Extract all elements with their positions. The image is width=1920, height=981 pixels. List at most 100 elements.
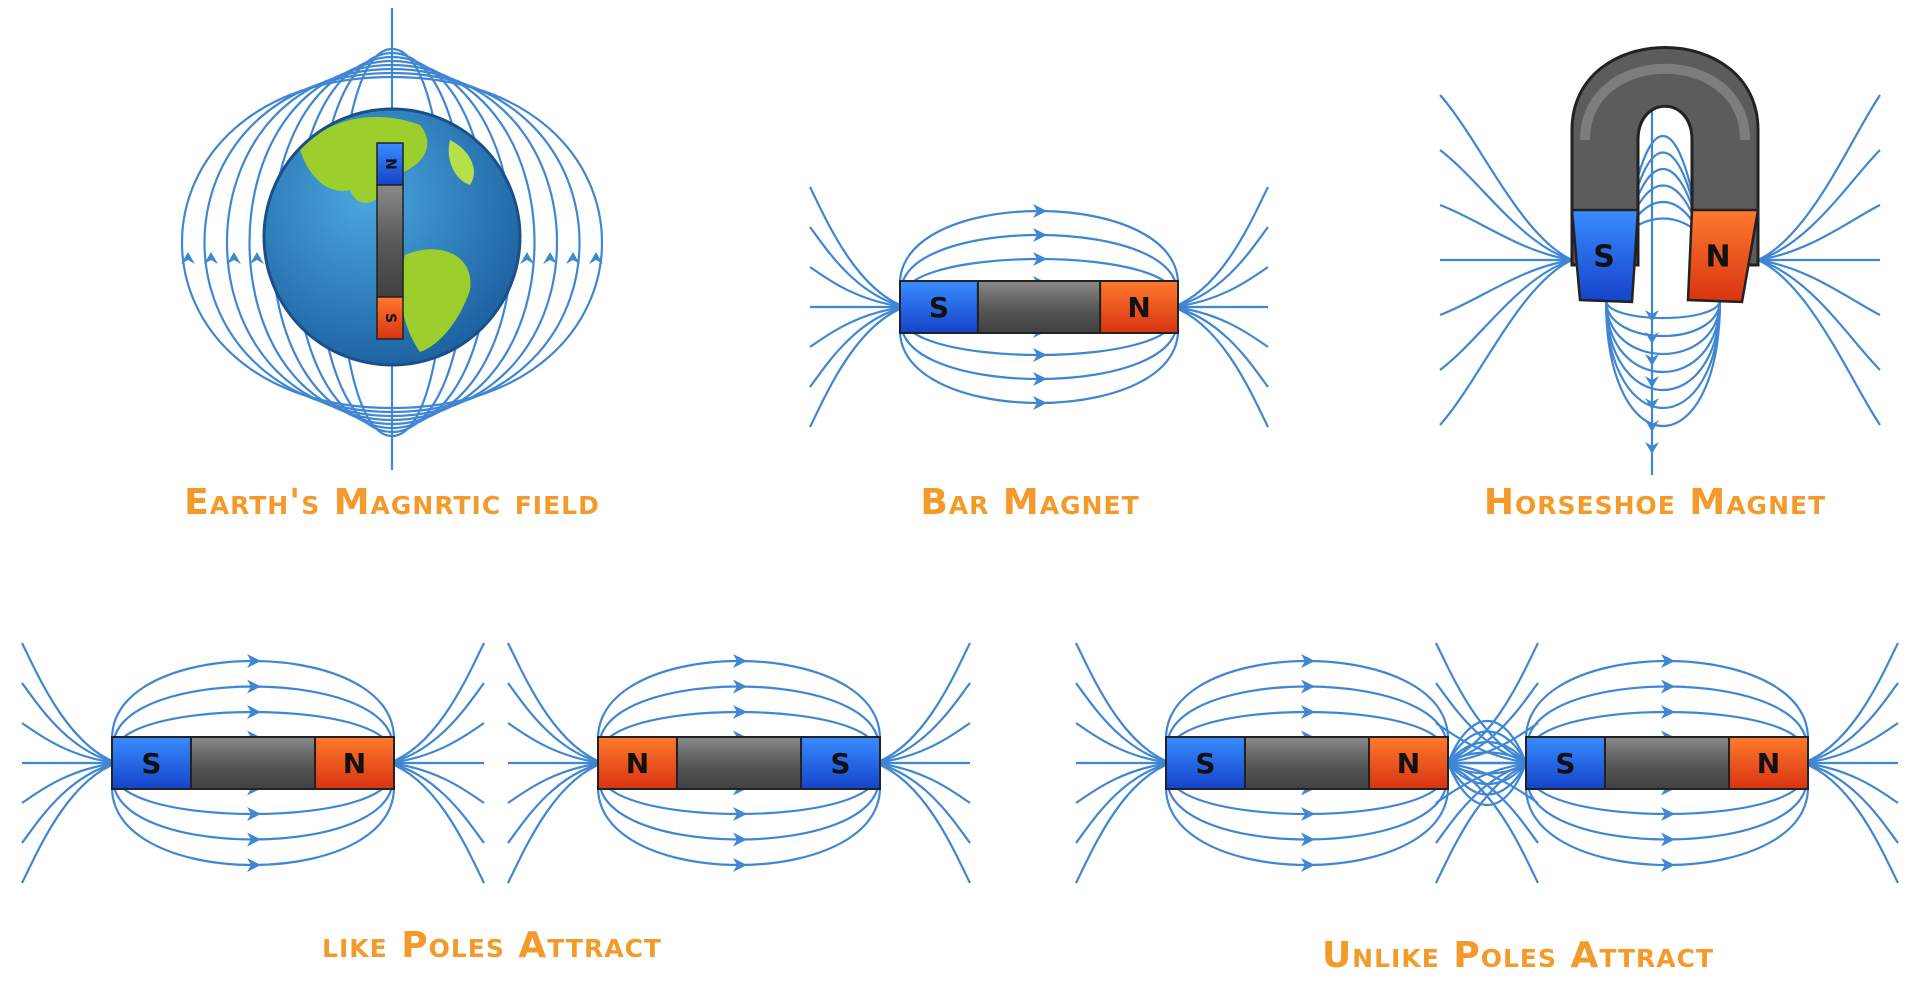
earth-n-label: N	[382, 158, 398, 170]
like-field-line	[21, 761, 118, 804]
bar-field-line-arrow	[1033, 204, 1047, 218]
horseshoe-magnet-caption: Horseshoe Magnet	[1483, 482, 1827, 523]
unlike-connecting-line	[1447, 762, 1527, 775]
unlike-poles-caption: Unlike Poles Attract	[1321, 935, 1715, 976]
like-field-line	[388, 722, 485, 765]
horseshoe-field-arrow	[1645, 310, 1659, 322]
unlike-magnet-2-left-label: S	[1555, 747, 1575, 780]
bar-field-line	[809, 226, 906, 309]
horseshoe-field-line	[1757, 94, 1881, 261]
unlike-magnet-2-body	[1603, 736, 1731, 790]
unlike-field-line	[1802, 642, 1899, 765]
bar-field-line-arrow	[1033, 228, 1047, 242]
like-field-line-arrow	[247, 705, 261, 719]
earth-magnet-north-pole	[376, 142, 404, 186]
horseshoe-field-arrow	[1645, 420, 1659, 432]
bar-magnet-caption: Bar Magnet	[920, 482, 1140, 523]
earth-field-arrow	[543, 252, 557, 264]
earth-caption: Earth's Magnrtic field	[184, 482, 600, 523]
unlike-field-line-arrow	[1301, 858, 1315, 872]
bar-field-line-arrow	[1033, 348, 1047, 362]
unlike-magnet-1-right-pole	[1368, 736, 1450, 790]
unlike-field-line-arrow	[1661, 654, 1675, 668]
like-field-line	[874, 761, 971, 884]
horseshoe-field-line	[1604, 299, 1722, 337]
like-magnet-2-left-label: N	[626, 747, 649, 780]
like-field-line	[388, 761, 485, 844]
earth-magnet-body	[376, 184, 404, 298]
horseshoe-field-arrow	[1645, 332, 1659, 344]
horseshoe-field-line	[1757, 258, 1881, 371]
like-magnet-1-left-pole	[111, 736, 192, 790]
horseshoe-field-line	[1604, 299, 1722, 374]
unlike-field-line	[1435, 642, 1532, 765]
like-field-line	[388, 642, 485, 765]
unlike-field-line	[1075, 722, 1172, 765]
horseshoe-field-line	[1757, 259, 1881, 426]
unlike-field-line	[1802, 761, 1899, 884]
like-field-line-arrow	[733, 858, 747, 872]
like-field-line	[388, 761, 485, 804]
like-field-line	[507, 761, 604, 844]
bar-field-line	[1172, 305, 1269, 388]
unlike-connecting-line	[1447, 762, 1527, 785]
like-field-line-arrow	[247, 807, 261, 821]
like-field-line	[21, 682, 118, 765]
earth-bar-magnet: N S	[376, 142, 404, 340]
bar-field-line-arrow	[1033, 372, 1047, 386]
unlike-magnet-1-body	[1243, 736, 1371, 790]
horseshoe-field-line	[1757, 149, 1881, 262]
like-magnet-2-left-pole	[597, 736, 678, 790]
earth-field-arrow	[520, 252, 534, 264]
unlike-magnet-2-right-pole	[1728, 736, 1810, 790]
unlike-magnet-1-right-label: N	[1397, 747, 1420, 780]
unlike-connecting-line	[1447, 730, 1527, 764]
horseshoe-field-line	[1604, 299, 1722, 355]
unlike-field-line	[1802, 682, 1899, 765]
like-magnet-1-body	[189, 736, 317, 790]
horseshoe-field-line	[1439, 203, 1573, 262]
like-magnet-1-left-label: S	[141, 747, 161, 780]
bar-field-line	[809, 266, 906, 309]
earth-field-arrow	[589, 252, 603, 264]
unlike-field-line-arrow	[1301, 654, 1315, 668]
like-field-line-arrow	[247, 858, 261, 872]
horseshoe-field-lines	[1439, 94, 1881, 475]
earth-s-label: S	[382, 313, 398, 323]
unlike-field-line	[1802, 761, 1899, 844]
bar-magnet-right-label: N	[1127, 291, 1150, 324]
like-field-line-arrow	[247, 679, 261, 694]
horseshoe-field-line	[1439, 258, 1573, 371]
like-field-line	[388, 682, 485, 765]
unlike-field-line-arrow	[1661, 679, 1675, 694]
unlike-field-line	[1075, 642, 1172, 765]
earth-field-line	[180, 75, 393, 410]
unlike-field-line-arrow	[1661, 858, 1675, 872]
like-field-line	[507, 682, 604, 765]
unlike-connecting-line	[1446, 720, 1528, 764]
like-field-line-arrow	[733, 654, 747, 668]
like-field-line-arrow	[733, 705, 747, 719]
unlike-field-line	[1802, 722, 1899, 765]
like-field-line-arrow	[733, 832, 747, 847]
horseshoe-field-line	[1439, 94, 1573, 261]
unlike-field-line-arrow	[1301, 679, 1315, 694]
unlike-field-line	[1442, 642, 1539, 765]
bar-field-line	[809, 305, 906, 388]
earth-field-arrow	[204, 252, 218, 264]
horseshoe-north-pole	[1686, 208, 1760, 304]
bar-field-line	[809, 186, 906, 309]
unlike-magnet-1-left-label: S	[1195, 747, 1215, 780]
horseshoe-s-label: S	[1593, 240, 1615, 275]
horseshoe-field-arrow	[1645, 398, 1659, 410]
unlike-field-line	[1802, 761, 1899, 804]
horseshoe-field-line	[1757, 204, 1881, 262]
like-magnet-1-right-pole	[314, 736, 396, 790]
like-field-line	[21, 722, 118, 765]
bar-magnet-left-pole	[899, 280, 979, 334]
horseshoe-field-line	[1439, 149, 1573, 262]
earth-magnet-south-pole	[376, 296, 404, 340]
like-field-line	[874, 761, 971, 844]
